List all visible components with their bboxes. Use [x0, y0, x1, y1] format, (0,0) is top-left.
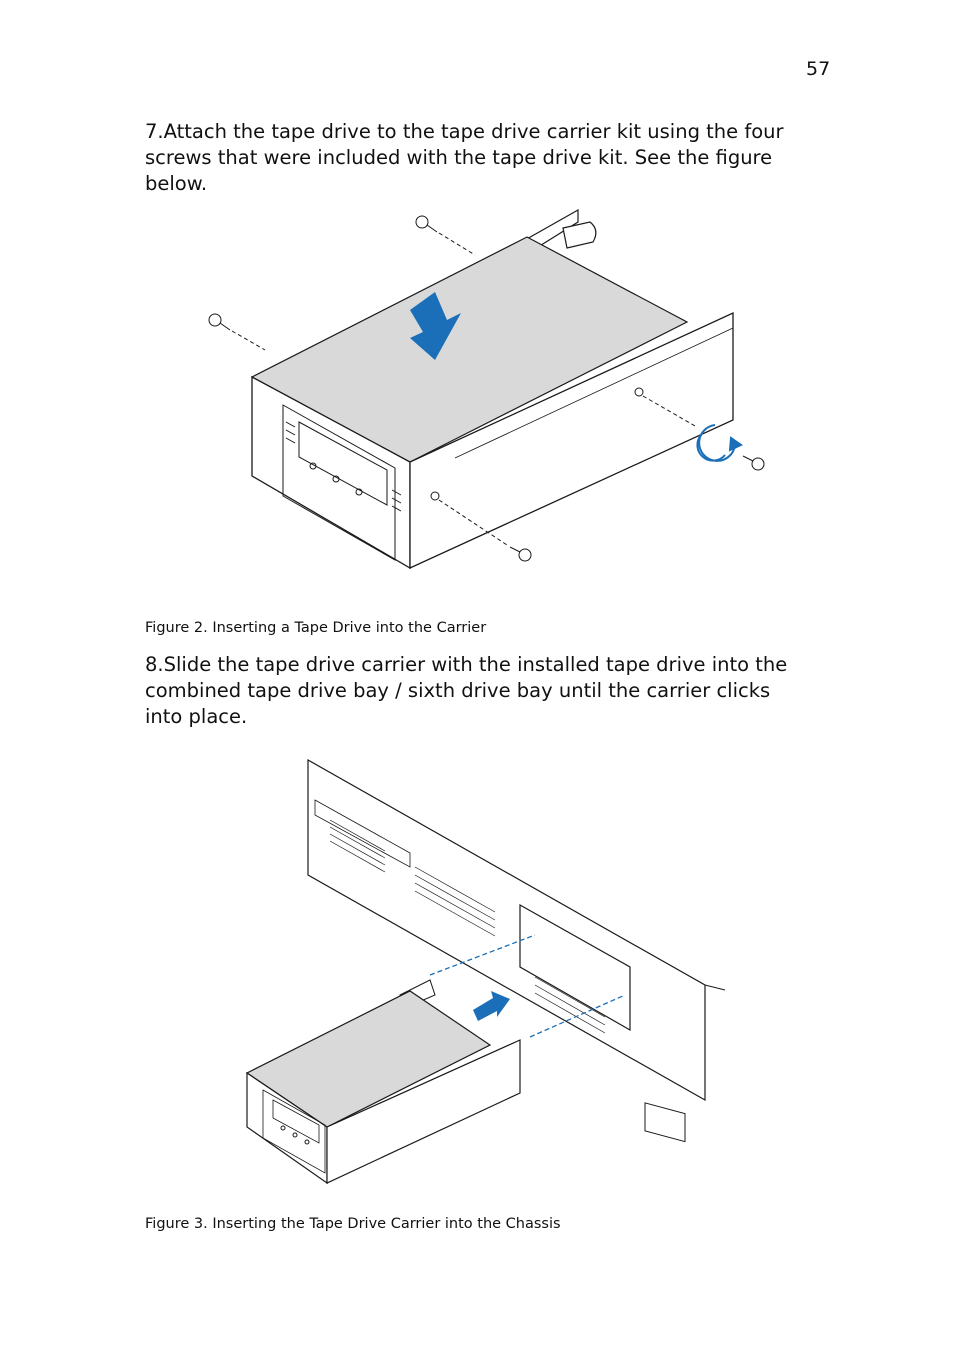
- figure-tape-drive-into-carrier: [195, 200, 785, 580]
- control-panel-lcd: [644, 1102, 686, 1143]
- carrier-side-plate: [409, 311, 734, 570]
- screw-icon: [415, 215, 438, 233]
- step-7-instruction: 7.Attach the tape drive to the tape driv…: [145, 120, 784, 195]
- insert-arrow: [473, 991, 510, 1021]
- carrier-side-plate: [326, 1039, 521, 1184]
- screw-icon: [742, 455, 765, 471]
- rotate-arrow-icon: [696, 424, 744, 462]
- screw-icon: [208, 313, 231, 331]
- insert-down-arrow: [410, 292, 461, 360]
- page-number: 57: [806, 58, 831, 80]
- figure-2-caption: Figure 2. Inserting a Tape Drive into th…: [145, 620, 487, 636]
- drive-bay-opening: [519, 903, 631, 1032]
- step-8-instruction: 8.Slide the tape drive carrier with the …: [145, 653, 788, 728]
- figure-3-caption: Figure 3. Inserting the Tape Drive Carri…: [145, 1216, 561, 1232]
- carrier-latch: [562, 221, 597, 249]
- screw-icon: [509, 546, 532, 562]
- figure-carrier-into-chassis: [235, 755, 735, 1190]
